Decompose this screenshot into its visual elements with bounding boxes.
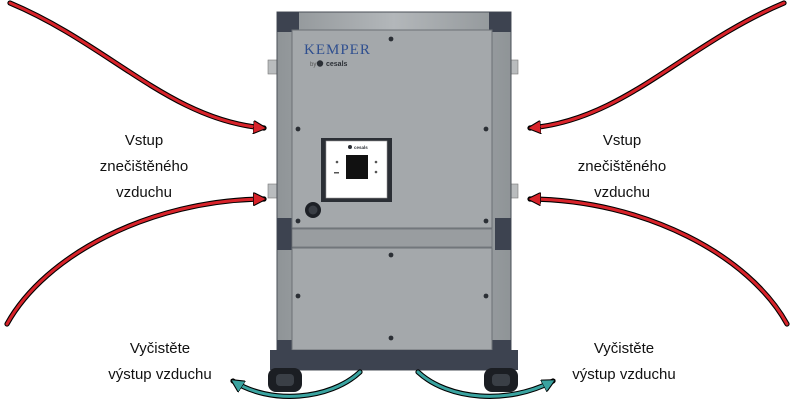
intake-arrow-bottom-right xyxy=(530,199,790,327)
frame-top-left xyxy=(277,12,299,32)
indicator-led-left xyxy=(335,160,339,164)
intake-label-left-line3: vzduchu xyxy=(116,184,172,201)
wheel-right xyxy=(484,368,518,392)
control-display xyxy=(346,155,368,179)
intake-arrow-top-right xyxy=(530,0,787,128)
outlet-label-right: Vyčistěte výstup vzduchu xyxy=(534,336,714,388)
base-frame xyxy=(270,350,518,370)
outlet-label-left: Vyčistěte výstup vzduchu xyxy=(70,336,250,388)
intake-label-left-line1: Vstup xyxy=(124,132,164,149)
outlet-label-left-line2: výstup vzduchu xyxy=(108,366,212,383)
power-switch[interactable] xyxy=(305,202,321,218)
outlet-label-right-line2: výstup vzduchu xyxy=(572,366,676,383)
intake-arrows xyxy=(4,0,790,327)
intake-arrow-top-left xyxy=(7,0,264,128)
brand-sub: cesals xyxy=(326,61,348,68)
intake-label-left: Vstup znečištěného vzduchu xyxy=(64,128,224,206)
frame-mid-right xyxy=(495,218,511,250)
screws xyxy=(295,36,489,341)
outlet-label-left-line1: Vyčistěte xyxy=(129,340,191,357)
intake-label-right-line1: Vstup xyxy=(602,132,642,149)
wheel-left xyxy=(268,368,302,392)
brand-logo: KEMPER by cesals xyxy=(304,42,371,68)
outlet-arrows xyxy=(233,369,553,399)
middle-band xyxy=(291,228,493,248)
frame-top-right xyxy=(489,12,511,32)
control-panel: cesals xyxy=(321,138,392,202)
indicator-dot-right xyxy=(374,170,378,174)
panel-brand-text: cesals xyxy=(354,145,368,150)
brand-logo-text: KEMPER xyxy=(304,42,371,58)
indicator-led-right xyxy=(374,160,378,164)
brand-sub-prefix: by xyxy=(310,62,316,68)
intake-label-right-line3: vzduchu xyxy=(594,184,650,201)
intake-label-left-line2: znečištěného xyxy=(99,158,189,175)
intake-arrow-bottom-left xyxy=(4,199,264,327)
outlet-label-right-line1: Vyčistěte xyxy=(593,340,655,357)
lower-front-panel xyxy=(291,247,493,351)
indicator-dash-left xyxy=(334,172,339,174)
cesals-logo-icon xyxy=(316,60,324,67)
outlet-arrow-right xyxy=(415,369,553,399)
intake-label-right: Vstup znečištěného vzduchu xyxy=(542,128,702,206)
outlet-arrow-left xyxy=(233,369,363,399)
air-filter-unit: KEMPER by cesals cesals xyxy=(267,11,519,392)
intake-label-right-line2: znečištěného xyxy=(577,158,667,175)
panel-brand-icon xyxy=(348,145,352,149)
frame-mid-left xyxy=(277,218,293,250)
